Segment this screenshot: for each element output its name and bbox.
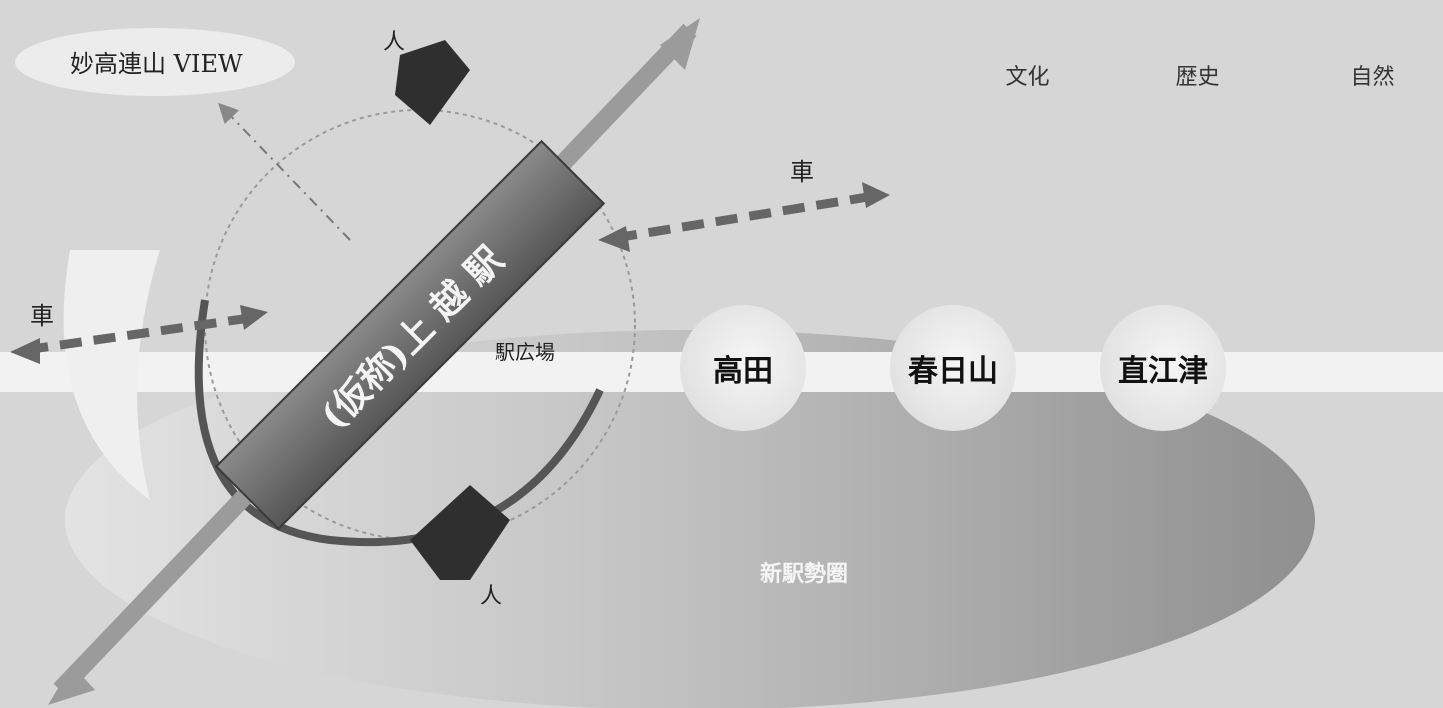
car-arrow-right-head [862,182,890,208]
car-arrow-left-head2 [240,305,268,330]
view-cloud [15,28,295,96]
new-area-label: 新駅勢圏 [760,562,849,587]
district-naoetsu: 直江津 [1100,305,1226,431]
view-direction-arrow [218,102,351,241]
car-arrow-right-head2 [598,226,630,252]
car-arrow-left [24,313,251,355]
category-history: 歴史 [1175,65,1220,90]
car-label-left: 車 [30,302,54,330]
left-crescent [63,250,160,500]
category-nature: 自然 [1350,65,1395,90]
people-flow-curve [194,299,604,547]
main-axis-head-top [660,18,700,70]
plaza-label: 駅広場 [495,340,555,364]
car-arrow-right [614,190,881,243]
person-label-bottom: 人 [480,584,503,609]
car-arrow-left-head [10,338,40,364]
view-label: 妙高連山 VIEW [70,50,243,78]
category-culture: 文化 [1005,65,1050,90]
person-label-top: 人 [383,30,406,55]
main-axis-head-bottom [48,665,95,705]
station-bar [214,139,606,531]
district-takada: 高田 [680,305,806,431]
person-arrow-bottom [410,485,510,580]
car-label-right: 車 [790,158,814,186]
district-kasugayama: 春日山 [890,305,1016,431]
person-arrow-top [395,40,470,125]
